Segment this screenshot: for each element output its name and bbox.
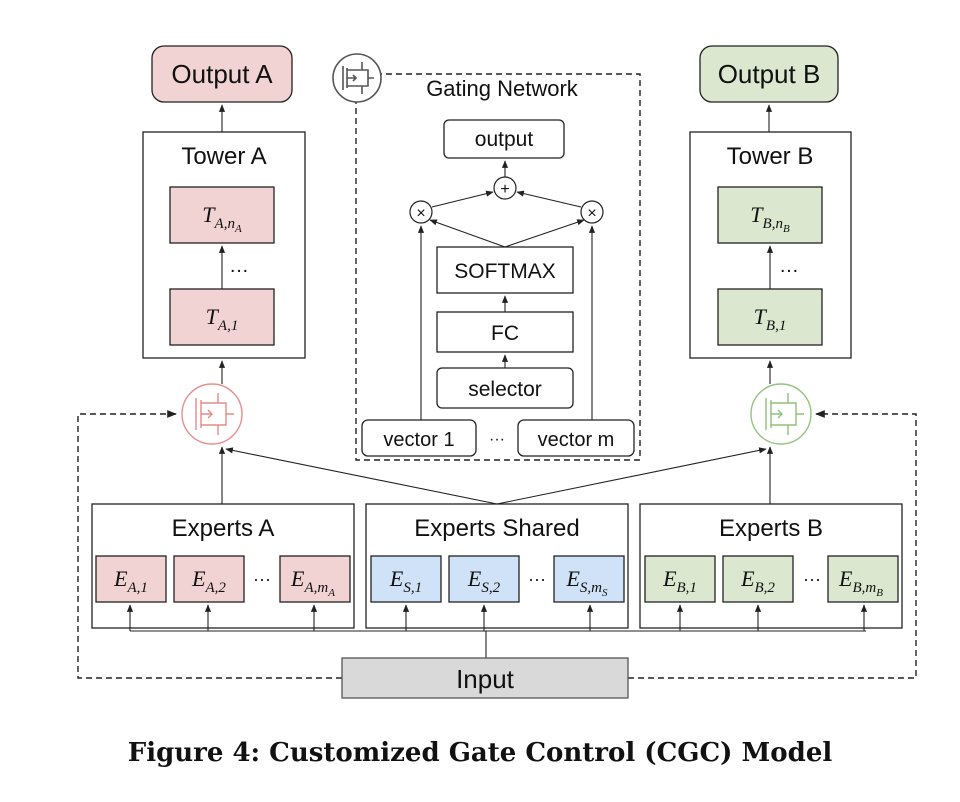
experts-shared-ellipsis: ··· bbox=[528, 569, 546, 589]
plus-node bbox=[493, 176, 517, 200]
tower-a-top-layer-label: TA,nA bbox=[202, 202, 242, 235]
expert-shared-1-label: ES,1 bbox=[389, 566, 422, 596]
gate-a-icon bbox=[181, 383, 243, 445]
experts-a-ellipsis: ··· bbox=[253, 569, 271, 589]
tower-b-title: Tower B bbox=[727, 143, 814, 170]
selector-label: selector bbox=[468, 378, 542, 401]
expert-b-2 bbox=[722, 555, 794, 603]
softmax-box bbox=[436, 246, 574, 294]
input-box bbox=[341, 657, 629, 699]
expert-a-1 bbox=[95, 555, 167, 603]
fc-label: FC bbox=[491, 322, 519, 345]
multiply-node-left bbox=[409, 200, 433, 224]
output-a-label: Output A bbox=[171, 59, 273, 89]
output-a-box bbox=[151, 45, 293, 103]
input-label: Input bbox=[456, 664, 515, 694]
vector-1-box bbox=[361, 419, 477, 457]
tower-b-top-layer-label: TB,nB bbox=[750, 202, 790, 235]
gating-network-icon bbox=[332, 53, 382, 103]
expert-a-1-label: EA,1 bbox=[113, 566, 148, 596]
expert-shared-m-label: ES,mS bbox=[565, 566, 608, 599]
gating-network-box bbox=[355, 73, 641, 461]
plus-symbol: + bbox=[500, 181, 509, 198]
tower-b-ellipsis: … bbox=[779, 255, 799, 277]
vector-ellipsis: ··· bbox=[489, 431, 505, 448]
expert-shared-2 bbox=[448, 555, 520, 603]
tower-b-box bbox=[689, 131, 852, 359]
expert-b-1 bbox=[644, 555, 716, 603]
multiply-symbol-left: × bbox=[416, 205, 425, 222]
tower-b-bottom-layer bbox=[717, 288, 823, 346]
vector-1-label: vector 1 bbox=[383, 429, 454, 451]
experts-a-title: Experts A bbox=[172, 515, 275, 542]
multiply-symbol-right: × bbox=[587, 205, 596, 222]
output-b-label: Output B bbox=[718, 59, 821, 89]
experts-shared-title: Experts Shared bbox=[414, 515, 579, 542]
softmax-label: SOFTMAX bbox=[454, 260, 556, 283]
expert-b-m bbox=[827, 555, 899, 603]
experts-b-ellipsis: ··· bbox=[803, 569, 821, 589]
tower-a-top-layer bbox=[169, 186, 275, 244]
expert-a-2-label: EA,2 bbox=[191, 566, 226, 596]
tower-a-title: Tower A bbox=[181, 143, 266, 170]
expert-a-m bbox=[279, 555, 351, 603]
tower-a-bottom-layer-label: TA,1 bbox=[206, 304, 239, 334]
expert-b-1-label: EB,1 bbox=[662, 566, 697, 596]
output-b-box bbox=[699, 45, 839, 103]
experts-b-title: Experts B bbox=[719, 515, 823, 542]
tower-a-bottom-layer bbox=[169, 288, 275, 346]
tower-b-top-layer bbox=[717, 186, 823, 244]
vector-m-box bbox=[517, 419, 635, 457]
expert-a-m-label: EA,mA bbox=[290, 566, 335, 599]
selector-box bbox=[436, 367, 574, 409]
expert-shared-1 bbox=[370, 555, 442, 603]
fc-box bbox=[436, 311, 574, 353]
gating-output-box bbox=[443, 119, 565, 159]
expert-a-2 bbox=[173, 555, 245, 603]
tower-b-bottom-layer-label: TB,1 bbox=[754, 304, 787, 334]
expert-b-m-label: EB,mB bbox=[838, 566, 883, 599]
vector-m-label: vector m bbox=[538, 429, 615, 451]
tower-a-ellipsis: … bbox=[229, 255, 249, 277]
gate-b-icon bbox=[750, 383, 812, 445]
gating-network-title: Gating Network bbox=[426, 76, 579, 101]
expert-shared-m bbox=[553, 555, 625, 603]
multiply-node-right bbox=[580, 200, 604, 224]
expert-shared-2-label: ES,2 bbox=[467, 566, 501, 596]
expert-b-2-label: EB,2 bbox=[740, 566, 775, 596]
figure-caption: Figure 4: Customized Gate Control (CGC) … bbox=[127, 738, 833, 768]
cgc-diagram: Output A Output B Tower A TA,nA … TA,1 T… bbox=[77, 45, 917, 699]
gating-output-label: output bbox=[475, 128, 534, 151]
